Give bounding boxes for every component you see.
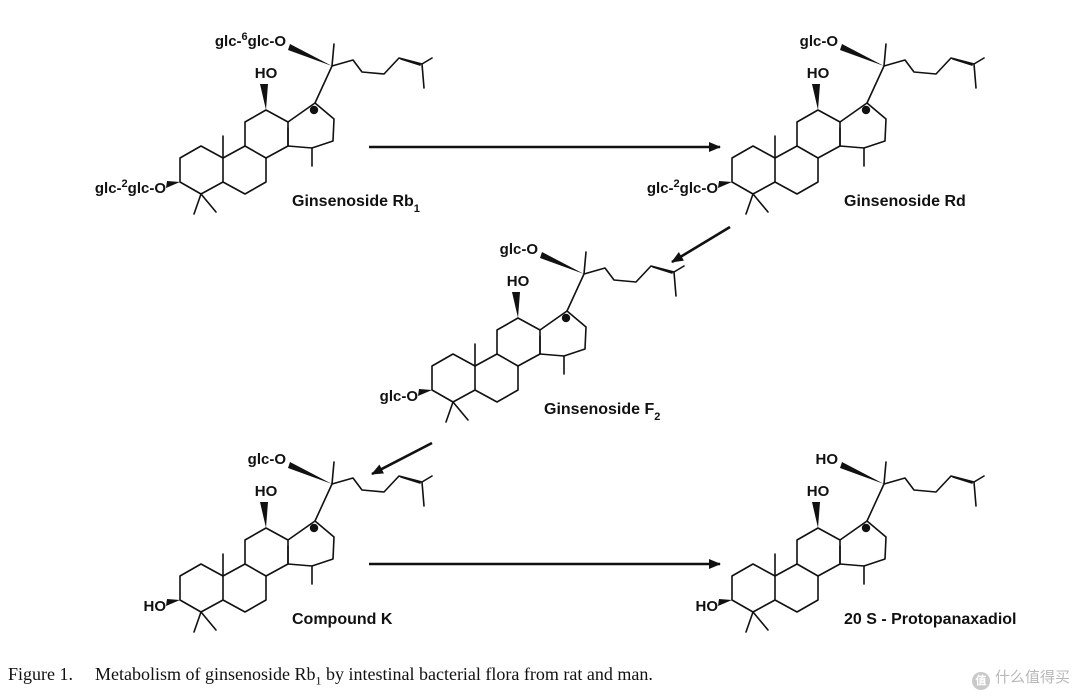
molecule-rb1: glc-6glc-O HO glc-2glc-O Ginsenoside Rb1 [95, 31, 433, 215]
c12-hydroxyl-label: HO [807, 483, 830, 500]
c12-hydroxyl-label: HO [807, 65, 830, 82]
molecule-name: Ginsenoside Rd [844, 193, 966, 210]
molecule-ppd: HO HO HO 20 S - Protopanaxadiol [696, 451, 1016, 633]
watermark-logo-icon: 值 [971, 672, 990, 690]
molecule-skeleton [417, 251, 685, 423]
caption-text: Metabolism of ginsenoside Rb [95, 664, 316, 684]
figure-caption: Figure 1. Metabolism of ginsenoside Rb1 b… [8, 664, 653, 689]
arrow-rd-to-f2 [671, 225, 731, 264]
molecule-f2: glc-O HO glc-O Ginsenoside F2 [380, 241, 685, 423]
c20-substituent-label: glc-O [800, 33, 839, 50]
c20-substituent-label: HO [816, 451, 839, 468]
arrow-f2-to-ck [371, 441, 433, 476]
figure-number: Figure 1. [8, 664, 73, 684]
caption-text-end: by intestinal bacterial flora from rat a… [321, 664, 653, 684]
molecule-skeleton [717, 461, 985, 633]
c12-hydroxyl-label: HO [255, 65, 278, 82]
molecule-ck: glc-O HO HO Compound K [144, 451, 433, 633]
molecule-name: Ginsenoside Rb1 [292, 193, 420, 215]
molecule-name: Compound K [292, 611, 393, 628]
molecule-name: 20 S - Protopanaxadiol [844, 611, 1016, 628]
c12-hydroxyl-label: HO [255, 483, 278, 500]
c3-substituent-label: glc-2glc-O [647, 178, 718, 197]
c20-substituent-label: glc-6glc-O [215, 31, 286, 50]
molecule-name: Ginsenoside F2 [544, 401, 660, 423]
c3-substituent-label: glc-2glc-O [95, 178, 166, 197]
molecule-skeleton [165, 461, 433, 633]
c20-substituent-label: glc-O [248, 451, 287, 468]
watermark: 值什么值得买 [971, 666, 1070, 690]
c12-hydroxyl-label: HO [507, 273, 530, 290]
molecule-rd: glc-O HO glc-2glc-O Ginsenoside Rd [647, 33, 985, 215]
c3-substituent-label: glc-O [380, 388, 419, 405]
watermark-text: 什么值得买 [994, 668, 1070, 686]
caption-subscript: 1 [315, 673, 322, 688]
molecule-skeleton [165, 43, 433, 215]
c3-substituent-label: HO [696, 598, 719, 615]
molecule-skeleton [717, 43, 985, 215]
c20-substituent-label: glc-O [500, 241, 539, 258]
c3-substituent-label: HO [144, 598, 167, 615]
